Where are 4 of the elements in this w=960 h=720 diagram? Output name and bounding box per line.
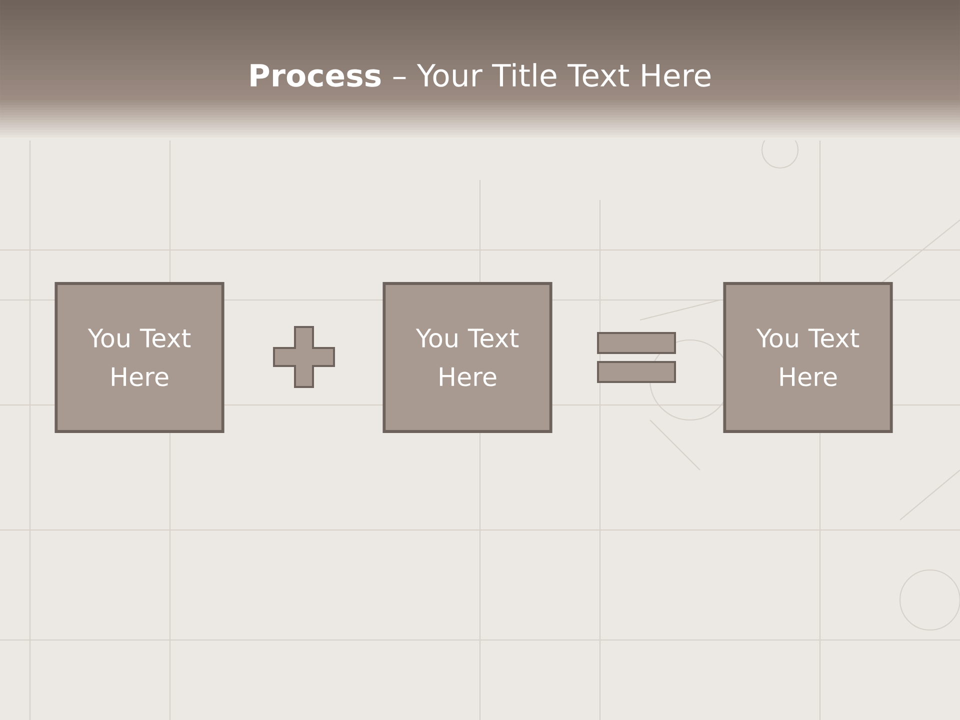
text-box: You Text Here (723, 282, 893, 433)
title: Process – Your Title Text Here (250, 63, 710, 87)
text-box: You Text Here (54, 282, 224, 433)
text-box: You Text Here (382, 282, 552, 433)
